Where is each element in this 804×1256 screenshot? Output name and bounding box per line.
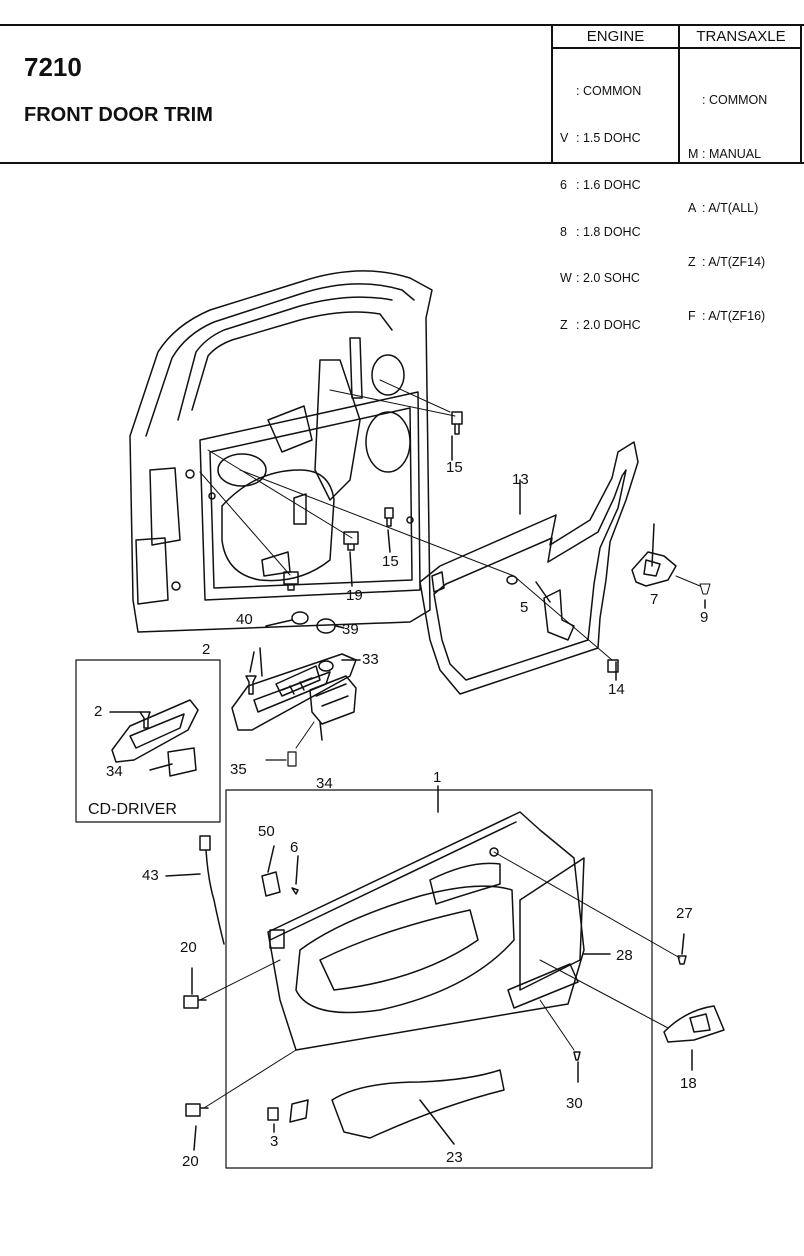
inner-handle-7 [631, 551, 677, 587]
callout-3: 3 [270, 1133, 278, 1150]
transaxle-box-left-rule [678, 24, 680, 164]
inset-switch-34 [167, 747, 197, 777]
callout-labels: 15 13 15 19 5 7 9 14 40 39 2 33 2 34 35 … [94, 459, 708, 1170]
map-pocket-23 [331, 1069, 505, 1139]
engine-row: Z: 2.0 DOHC [560, 318, 641, 333]
callout-13: 13 [512, 471, 529, 488]
clip-3 [267, 1107, 279, 1121]
push-pin-20-upper [183, 995, 207, 1009]
engine-list: : COMMON V: 1.5 DOHC 6: 1.6 DOHC 8: 1.8 … [560, 53, 641, 365]
callout-20: 20 [182, 1153, 199, 1170]
callout-27: 27 [676, 905, 693, 922]
transaxle-row: : COMMON [702, 93, 768, 107]
engine-row: : COMMON [576, 84, 642, 99]
cd-driver-label: CD-DRIVER [88, 801, 177, 818]
screw-27 [677, 955, 687, 965]
callout-35: 35 [230, 761, 247, 778]
callout-2: 2 [94, 703, 102, 720]
callout-9: 9 [700, 609, 708, 626]
callout-6: 6 [290, 839, 298, 856]
vapor-barrier [419, 441, 639, 695]
escutcheon-18 [663, 1005, 725, 1043]
callout-43: 43 [142, 867, 159, 884]
transaxle-row: Z: A/T(ZF14) [688, 255, 766, 269]
cap-40 [291, 611, 309, 625]
screw-30 [573, 1051, 581, 1061]
transaxle-heading: TRANSAXLE [696, 28, 786, 45]
callout-34: 34 [316, 775, 333, 792]
callout-33: 33 [362, 651, 379, 668]
callout-34: 34 [106, 763, 123, 780]
callout-15: 15 [446, 459, 463, 476]
screw-35 [265, 751, 297, 767]
header-right-rule [800, 24, 802, 164]
screw-2-main [245, 675, 257, 695]
screw-6 [291, 887, 299, 895]
callout-30: 30 [566, 1095, 583, 1112]
clip-15-upper [451, 411, 463, 435]
callout-19: 19 [346, 587, 363, 604]
callout-28: 28 [616, 947, 633, 964]
callout-14: 14 [608, 681, 625, 698]
engine-box-left-rule [551, 24, 553, 164]
transaxle-list: : COMMON M: MANUAL A: A/T(ALL) Z: A/T(ZF… [688, 55, 767, 361]
callout-5: 5 [520, 599, 528, 616]
engine-row: W: 2.0 SOHC [560, 271, 640, 286]
clip-15-lower [384, 507, 394, 527]
door-shell [129, 270, 433, 633]
callout-39: 39 [342, 621, 359, 638]
callout-18: 18 [680, 1075, 697, 1092]
box-head-rule [551, 47, 802, 49]
transaxle-row: M: MANUAL [688, 147, 762, 161]
clip-50 [261, 871, 281, 897]
trim-strip [507, 963, 579, 1009]
clip-14 [607, 659, 619, 673]
callout-15: 15 [382, 553, 399, 570]
speaker-cover-28 [519, 857, 585, 991]
engine-row: V: 1.5 DOHC [560, 130, 641, 145]
callout-23: 23 [446, 1149, 463, 1166]
switch-34 [309, 675, 357, 725]
clip-19-a [343, 531, 359, 551]
callout-50: 50 [258, 823, 275, 840]
transaxle-row: A: A/T(ALL) [688, 201, 759, 215]
callout-20: 20 [180, 939, 197, 956]
armrest-recess [295, 885, 515, 1014]
clip-19-b [283, 571, 299, 591]
exploded-parts-diagram: 15 13 15 19 5 7 9 14 40 39 2 33 2 34 35 … [75, 270, 725, 1170]
callout-2: 2 [202, 641, 210, 658]
switch-bezel-33 [231, 653, 357, 731]
header-top-rule [0, 24, 804, 26]
callout-7: 7 [650, 591, 658, 608]
section-code: 7210 [24, 52, 82, 82]
engine-row: 6: 1.6 DOHC [560, 177, 641, 192]
push-pin-20-lower [185, 1103, 209, 1117]
transaxle-row: F: A/T(ZF16) [688, 309, 766, 323]
callout-40: 40 [236, 611, 253, 628]
engine-row: 8: 1.8 DOHC [560, 224, 641, 239]
header-bottom-rule [0, 162, 804, 164]
trim-panel [267, 811, 585, 1051]
inset-bezel [111, 699, 199, 763]
section-title: FRONT DOOR TRIM [24, 104, 213, 126]
engine-heading: ENGINE [586, 28, 645, 45]
cd-driver-inset-frame [75, 659, 221, 823]
callout-1: 1 [433, 769, 441, 786]
rod-43 [199, 835, 225, 945]
trim-panel-group-frame [225, 789, 653, 1169]
clip-39 [316, 618, 336, 634]
header-block: 7210 FRONT DOOR TRIM ENGINE TRANSAXLE : … [0, 0, 804, 332]
bracket-5 [543, 589, 575, 641]
